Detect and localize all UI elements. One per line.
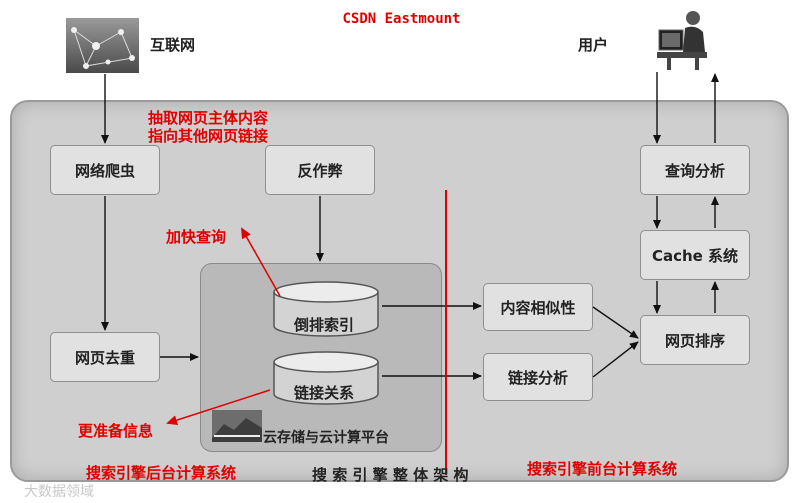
annotation-backend-system: 搜索引擎后台计算系统: [86, 462, 236, 483]
annotation-speed-query: 加快查询: [166, 226, 226, 247]
annotation-point-links: 指向其他网页链接: [148, 125, 268, 146]
watermark-text: 大数据领域: [24, 481, 94, 501]
architecture-caption: 搜 索 引 擎 整 体 架 构: [312, 464, 469, 485]
annotation-frontend-system: 搜索引擎前台计算系统: [527, 458, 677, 479]
annotation-accurate-info: 更准备信息: [78, 420, 153, 441]
